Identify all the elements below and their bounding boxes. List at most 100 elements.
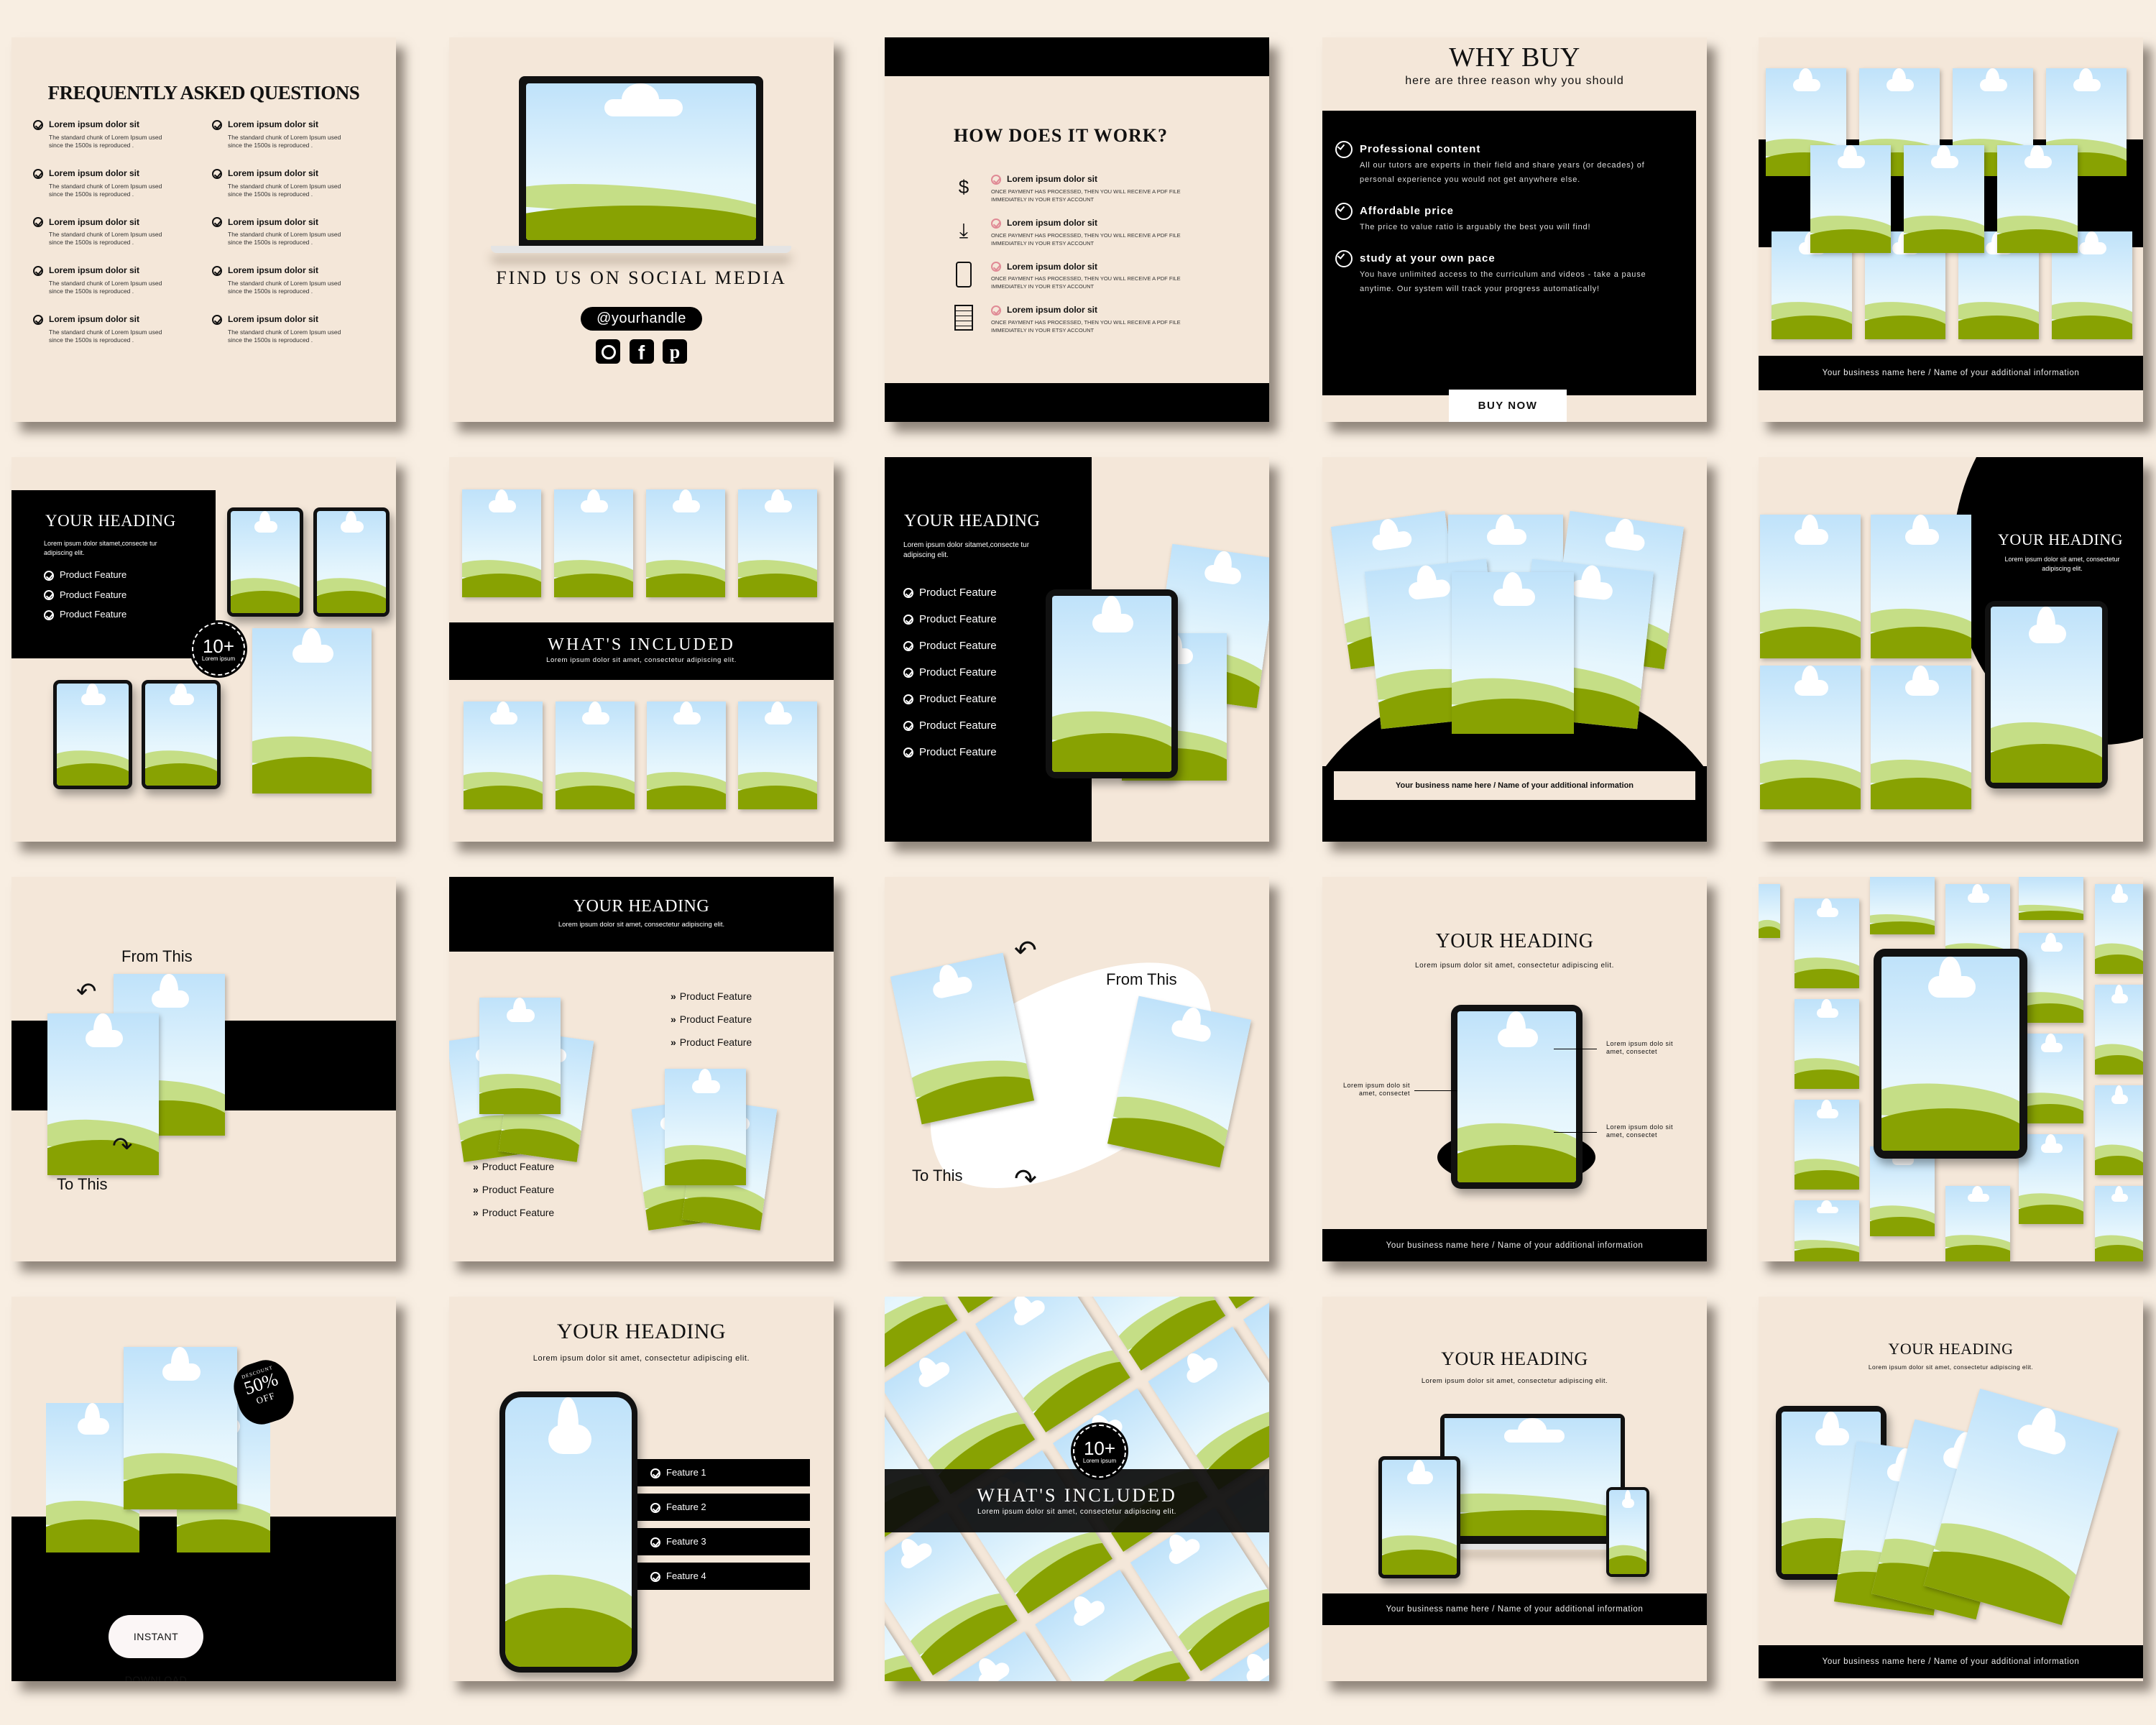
curved-arrow-right-icon: ↷ [112, 1133, 133, 1160]
tablet-mockup [313, 507, 390, 617]
facebook-icon[interactable]: f [629, 339, 654, 364]
check-circle-icon [33, 266, 43, 277]
placeholder-image [1052, 596, 1171, 772]
placeholder-image [1452, 572, 1574, 734]
feature-item: Product Feature [44, 589, 126, 601]
check-circle-icon [991, 218, 1001, 229]
heading: YOUR HEADING [1888, 1340, 2014, 1358]
chevron-double-right-icon: » [671, 1013, 676, 1025]
feature-item: Product Feature [903, 640, 997, 652]
check-circle-icon [991, 305, 1001, 316]
placeholder-image [1795, 999, 1859, 1089]
check-circle-icon [1335, 203, 1353, 220]
placeholder-image [1881, 957, 2019, 1151]
placeholder-image [1759, 884, 1780, 938]
faq-title: FREQUENTLY ASKED QUESTIONS [47, 82, 360, 104]
placeholder-image [554, 489, 633, 597]
instant-download-button[interactable]: INSTANT DOWNLOAD [109, 1615, 203, 1681]
from-label: From This [1106, 970, 1177, 988]
feature-item: Product Feature [903, 613, 997, 625]
footer-bar: Your business name here / Name of your a… [1759, 1645, 2143, 1678]
curved-arrow-left-icon: ↶ [76, 978, 97, 1006]
how-it-works-tile: HOW DOES IT WORK? $ Lorem ipsum dolor si… [885, 37, 1269, 422]
footer-label: Your business name here / Name of your a… [1334, 771, 1695, 800]
placeholder-image [317, 511, 386, 613]
phone-features-tile: YOUR HEADING Lorem ipsum dolor sit amet,… [449, 1297, 834, 1681]
feature-item: Product Feature [903, 746, 997, 758]
check-circle-icon [212, 168, 222, 179]
placeholder-image [646, 489, 725, 597]
check-circle-icon [212, 315, 222, 326]
placeholder-image [124, 1347, 237, 1509]
placeholder-image [738, 702, 817, 809]
image-grid-tile: Your business name here / Name of your a… [1759, 37, 2143, 422]
feature-item: »Product Feature [473, 1207, 555, 1218]
check-circle-icon [991, 262, 1001, 272]
instagram-icon[interactable] [596, 339, 621, 364]
why-title: WHY BUY [1449, 42, 1580, 73]
pinterest-icon[interactable]: p [662, 339, 687, 364]
placeholder-image [464, 702, 543, 809]
handle-pill[interactable]: @yourhandle [581, 307, 702, 331]
check-icon [44, 610, 54, 620]
faq-tile: FREQUENTLY ASKED QUESTIONS Lorem ipsum d… [11, 37, 396, 422]
placeholder-image [2095, 985, 2143, 1075]
how-title: HOW DOES IT WORK? [954, 125, 1169, 146]
placeholder-image [2019, 877, 2083, 920]
placeholder-image [2019, 1134, 2083, 1224]
check-circle-icon [212, 119, 222, 130]
check-icon [44, 590, 54, 601]
feature-bar: Feature 2 [637, 1494, 810, 1521]
fan-tile: Your business name here / Name of your a… [1322, 457, 1707, 842]
included-title: WHAT'S INCLUDED [548, 635, 735, 654]
tablet-mockup [142, 680, 221, 789]
placeholder-image [252, 628, 372, 794]
included-title: WHAT'S INCLUDED [977, 1485, 1177, 1506]
placeholder-image [1382, 1460, 1457, 1575]
chevron-double-right-icon: » [671, 1036, 676, 1048]
placeholder-image [1810, 145, 1891, 253]
check-circle-icon [33, 119, 43, 130]
heading-list-tile: YOUR HEADING Lorem ipsum dolor sitamet,c… [885, 457, 1269, 842]
check-icon [903, 668, 913, 678]
feature-item: »Product Feature [473, 1184, 555, 1195]
social-tile: FIND US ON SOCIAL MEDIA @yourhandle f p [449, 37, 834, 422]
callout-line [1414, 1090, 1457, 1091]
bottom-bar [885, 383, 1269, 422]
check-icon [903, 748, 913, 758]
heading: YOUR HEADING [45, 512, 176, 530]
heading: YOUR HEADING [573, 897, 710, 916]
footer-bar: Your business name here / Name of your a… [1759, 356, 2143, 390]
phone-mockup [499, 1392, 637, 1673]
check-icon [903, 588, 913, 599]
loop-arrow-right-icon: ↷ [1014, 1164, 1037, 1195]
feature-item: Product Feature [44, 609, 126, 620]
heading: YOUR HEADING [556, 1320, 727, 1343]
chevron-double-right-icon: » [473, 1207, 479, 1218]
heading-text: Lorem ipsum dolor sit amet, consectetur … [558, 921, 725, 929]
heading-text: Lorem ipsum dolor sit amet, consectetur … [1868, 1363, 2034, 1371]
placeholder-image [526, 83, 756, 240]
placeholder-image [1871, 515, 1971, 658]
placeholder-image [57, 684, 129, 786]
feature-item: »Product Feature [671, 1013, 752, 1025]
feature-item: Product Feature [903, 693, 997, 705]
download-icon: ⤓ [959, 218, 969, 242]
check-circle-icon [212, 266, 222, 277]
feature-item: Product Feature [903, 666, 997, 678]
buy-now-button[interactable]: BUY NOW [1449, 390, 1567, 422]
feature-bar: Feature 1 [637, 1459, 810, 1486]
check-icon [650, 1571, 660, 1582]
placeholder-image [479, 998, 561, 1114]
callout-text: Lorem ipsum dolo sit amet, consectet [1606, 1040, 1674, 1055]
from-to-tile: From This To This ↶ ↷ [11, 877, 396, 1261]
feature-item: »Product Feature [473, 1161, 555, 1172]
heading-tablets-tile: YOUR HEADING Lorem ipsum dolor sitamet,c… [11, 457, 396, 842]
